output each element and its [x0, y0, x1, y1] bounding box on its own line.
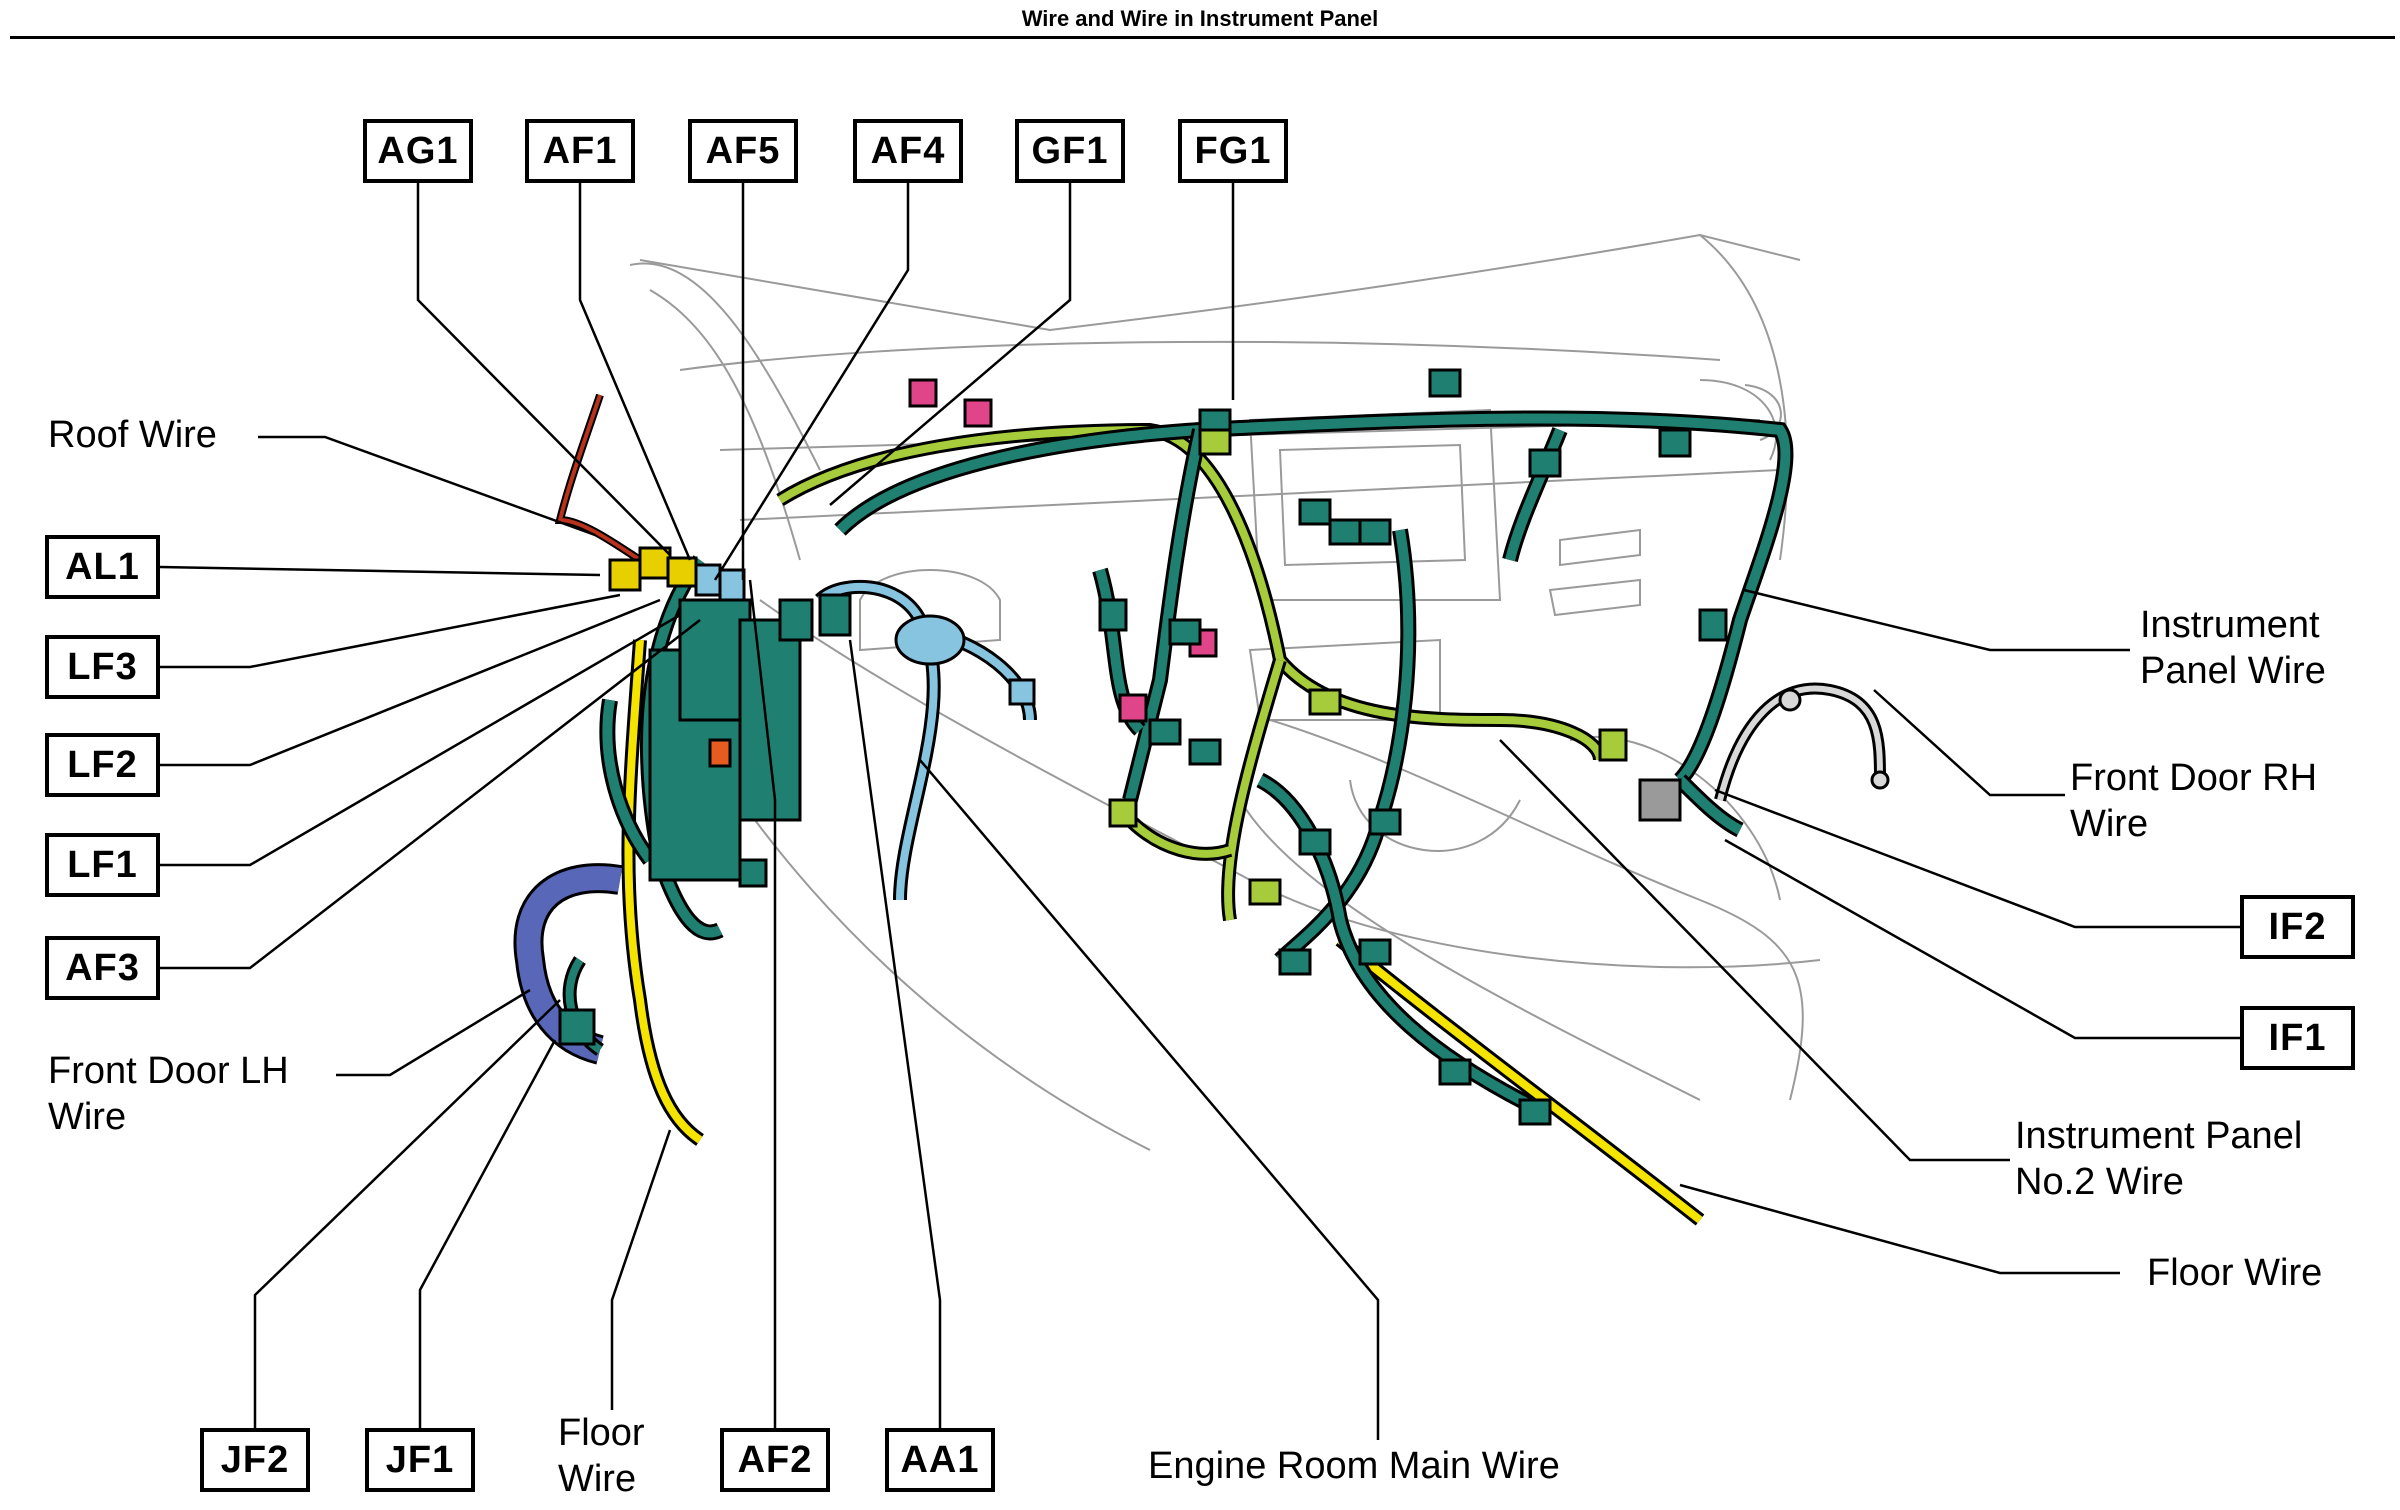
instrument-panel-no2-harness — [776, 422, 1607, 922]
connector-gf1: GF1 — [1015, 119, 1125, 183]
label-front-door-rh-wire: Front Door RH Wire — [2070, 755, 2318, 847]
steering-column-harness — [815, 579, 1037, 901]
connector-lf2: LF2 — [45, 733, 160, 797]
connector-af1: AF1 — [525, 119, 635, 183]
connector-jf1: JF1 — [365, 1428, 475, 1492]
title-divider — [10, 36, 2395, 39]
connector-af3: AF3 — [45, 936, 160, 1000]
label-engine-room-main-wire: Engine Room Main Wire — [1148, 1443, 1560, 1489]
connector-lf3: LF3 — [45, 635, 160, 699]
page-title: Wire and Wire in Instrument Panel — [1021, 6, 1379, 31]
label-instrument-panel-no2-wire: Instrument Panel No.2 Wire — [2015, 1113, 2303, 1205]
dashboard-outline — [629, 233, 1821, 1151]
connector-al1: AL1 — [45, 535, 160, 599]
connector-af4: AF4 — [853, 119, 963, 183]
label-instrument-panel-wire: Instrument Panel Wire — [2140, 602, 2326, 694]
connector-aa1: AA1 — [885, 1428, 995, 1492]
junction-block — [608, 546, 852, 882]
connector-if2: IF2 — [2240, 895, 2355, 959]
label-floor-wire-left: Floor Wire — [558, 1410, 645, 1502]
label-front-door-lh-wire: Front Door LH Wire — [48, 1048, 289, 1140]
connector-fg1: FG1 — [1178, 119, 1288, 183]
label-floor-wire-right: Floor Wire — [2147, 1250, 2323, 1296]
roof-wire-harness — [554, 393, 643, 564]
connector-jf2: JF2 — [200, 1428, 310, 1492]
label-roof-wire: Roof Wire — [48, 412, 217, 458]
connector-lf1: LF1 — [45, 833, 160, 897]
connector-ag1: AG1 — [363, 119, 473, 183]
connector-af2: AF2 — [720, 1428, 830, 1492]
floor-wire-harness — [621, 639, 1705, 1226]
front-door-rh-harness — [1714, 682, 1886, 802]
connectors — [558, 368, 1890, 1126]
connector-if1: IF1 — [2240, 1006, 2355, 1070]
connector-af5: AF5 — [688, 119, 798, 183]
leader-lines — [159, 183, 2240, 1450]
